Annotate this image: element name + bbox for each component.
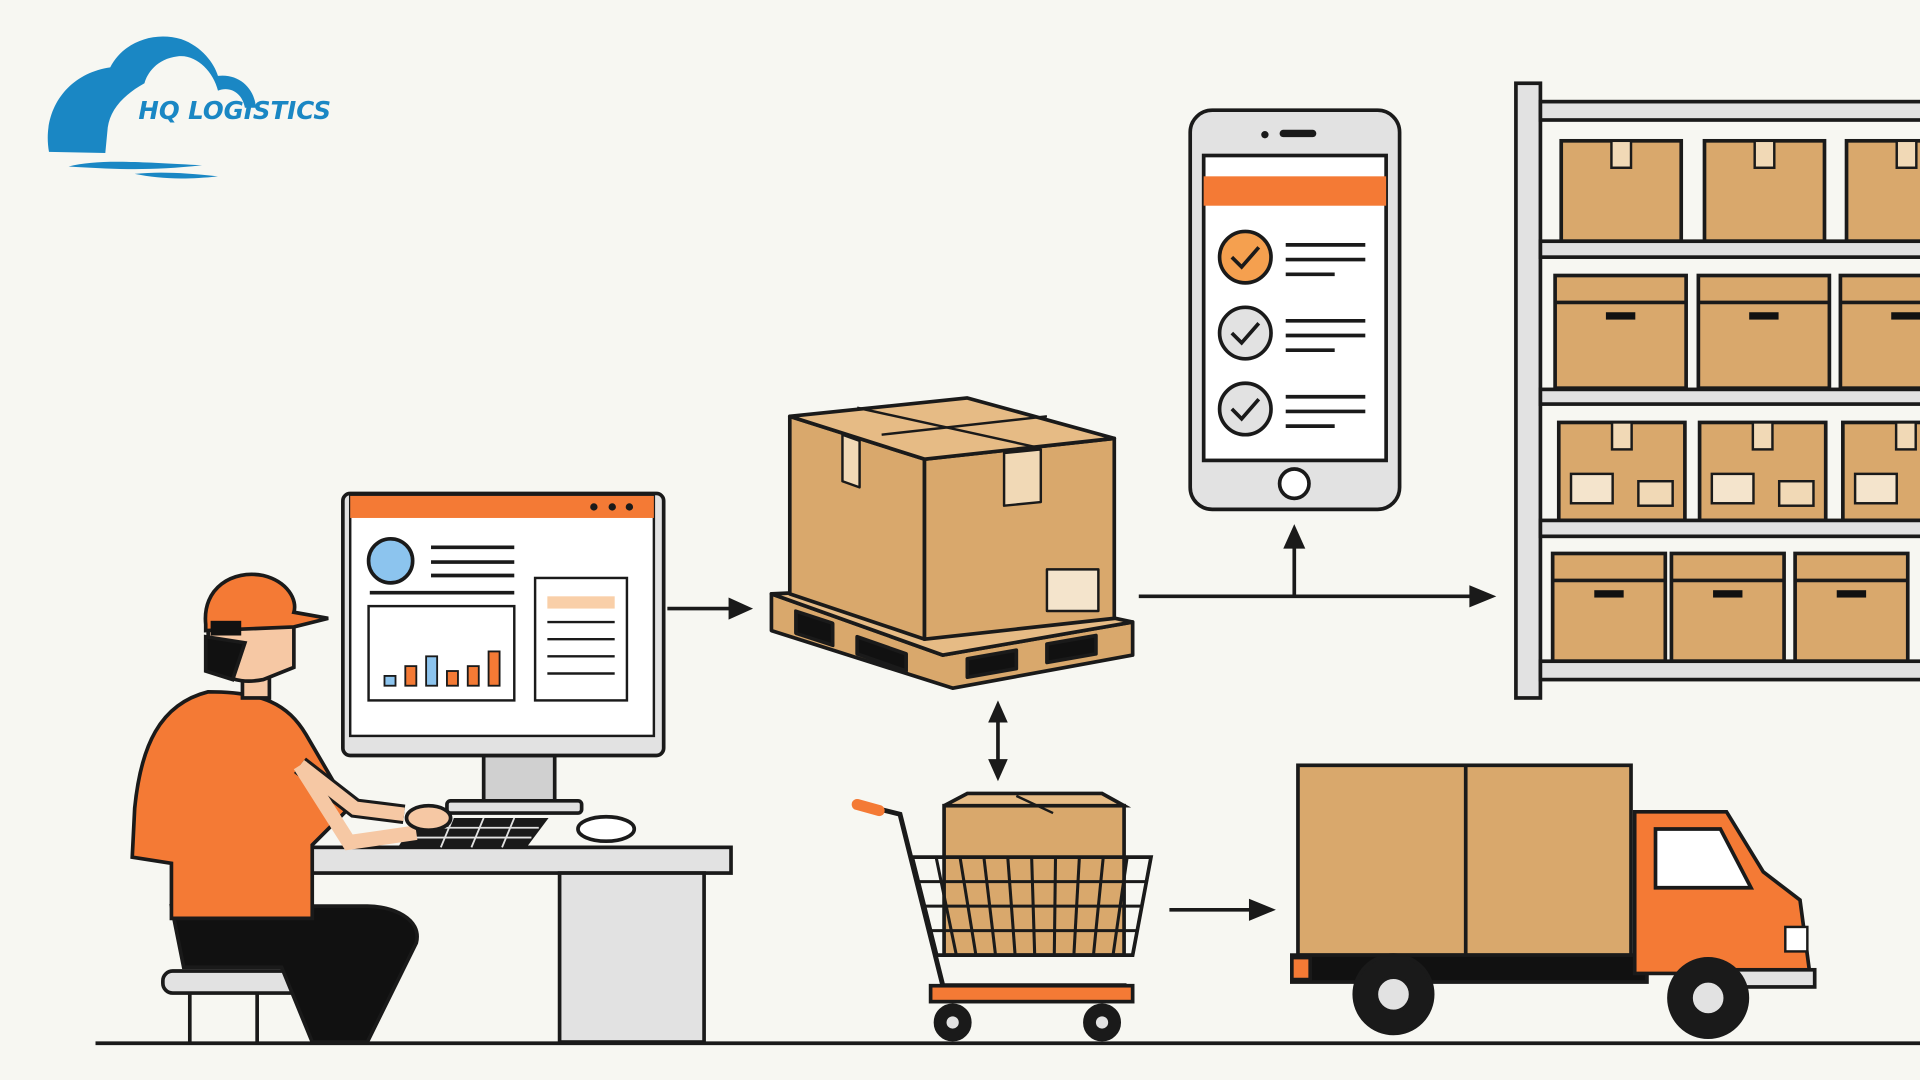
avatar-icon — [366, 536, 415, 585]
dashboard-bar — [425, 655, 439, 687]
hq-logistics-logo[interactable]: HQ LOGISTICS — [47, 36, 331, 179]
logo-text: HQ LOGISTICS — [138, 96, 331, 125]
dashboard-bar — [487, 650, 501, 687]
warehouse-shelving — [1514, 81, 1920, 700]
shelf-box — [1553, 273, 1688, 390]
checkmark-icon — [1230, 397, 1261, 422]
mobile-phone — [1188, 108, 1402, 512]
checkmark-icon — [1230, 322, 1261, 346]
pallet-box — [769, 396, 1135, 690]
flow-arrows — [667, 524, 1497, 921]
dashboard-bar — [404, 665, 418, 687]
shopping-cart — [851, 791, 1154, 1042]
shelf-box — [1793, 551, 1910, 664]
dashboard-bar — [466, 665, 480, 687]
checkmark-icon — [1230, 246, 1261, 270]
check-circle-icon — [1217, 381, 1273, 437]
dashboard-bars — [383, 650, 501, 687]
shelf-box — [1838, 273, 1920, 390]
shelf-box — [1696, 273, 1832, 390]
dashboard-bar — [446, 670, 459, 687]
computer-monitor — [341, 491, 666, 815]
dashboard-bar — [383, 675, 397, 687]
shelf-box — [1669, 551, 1786, 664]
wave-icon — [68, 161, 218, 179]
home-button — [1277, 467, 1311, 501]
delivery-truck — [1290, 763, 1817, 1039]
shelf-box — [1550, 551, 1668, 664]
check-circle-icon — [1217, 229, 1273, 285]
worker — [130, 572, 453, 1044]
cloud-icon — [47, 36, 256, 154]
mouse — [576, 814, 637, 844]
check-circle-icon — [1217, 305, 1273, 361]
